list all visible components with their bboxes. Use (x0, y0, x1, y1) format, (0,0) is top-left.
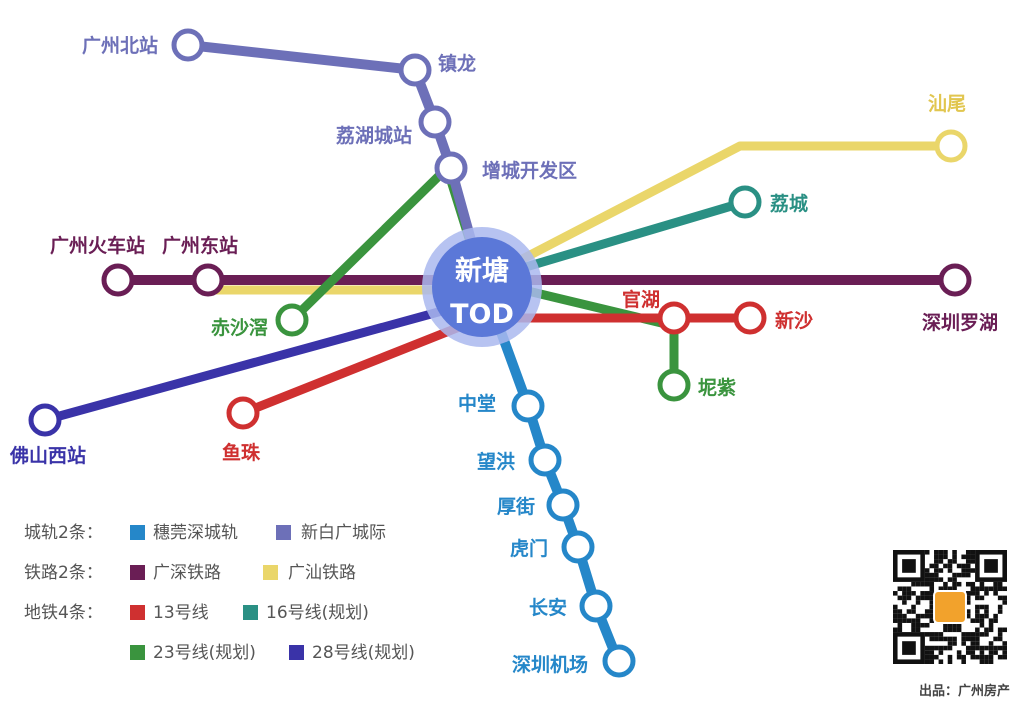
legend-suiguanshen: 穗莞深城轨 (153, 523, 238, 543)
label-xinsha: 新沙 (775, 309, 813, 332)
line28-path (40, 295, 487, 425)
legend: 城轨2条： 穗莞深城轨 新白广城际 铁路2条： 广深铁路 广汕铁路 地铁4条： … (24, 523, 415, 663)
legend-swatch-line28 (289, 645, 304, 660)
station-humen[interactable] (561, 530, 595, 564)
station-changan[interactable] (579, 589, 613, 623)
label-nizi: 坭紫 (698, 377, 736, 399)
station-lihu-city[interactable] (418, 105, 452, 139)
label-chishajiao: 赤沙滘 (211, 317, 268, 339)
station-wanghong[interactable] (528, 443, 562, 477)
station-guangzhou-railway[interactable] (101, 263, 135, 297)
station-chishajiao[interactable] (275, 303, 309, 337)
station-foshan-west[interactable] (28, 403, 62, 437)
label-houjie: 厚街 (497, 495, 535, 518)
legend-swatch-guangshan (263, 565, 278, 580)
legend-metro-title: 地铁4条： (24, 603, 103, 623)
label-guangzhou-railway: 广州火车站 (50, 234, 145, 257)
label-humen: 虎门 (510, 537, 548, 560)
legend-guangshan: 广汕铁路 (288, 563, 356, 583)
legend-line23: 23号线(规划) (153, 643, 256, 663)
guangshan-railway-line-east (477, 141, 955, 285)
label-lihu-city: 荔湖城站 (336, 124, 412, 147)
label-guangzhou-north: 广州北站 (82, 34, 158, 57)
qr-code (893, 550, 1007, 664)
legend-line13: 13号线 (153, 603, 209, 623)
station-guangzhou-east[interactable] (191, 263, 225, 297)
legend-swatch-guangshen (130, 565, 145, 580)
hub-core (432, 237, 532, 337)
legend-swatch-line16 (243, 605, 258, 620)
station-shenzhen-luohu[interactable] (938, 263, 972, 297)
legend-line16: 16号线(规划) (266, 603, 369, 623)
label-shenzhen-airport: 深圳机场 (512, 653, 588, 676)
label-shanwei: 汕尾 (928, 93, 966, 115)
label-zengcheng-dev: 增城开发区 (482, 159, 577, 182)
station-licheng[interactable] (728, 185, 762, 219)
label-guanhu: 官湖 (622, 288, 660, 311)
legend-line28: 28号线(规划) (312, 643, 415, 663)
legend-swatch-line23 (130, 645, 145, 660)
legend-intercity-title: 城轨2条： (24, 523, 103, 543)
station-shanwei[interactable] (934, 129, 968, 163)
label-wanghong: 望洪 (477, 450, 515, 473)
legend-swatch-line13 (130, 605, 145, 620)
label-licheng: 荔城 (770, 192, 808, 215)
legend-guangshen: 广深铁路 (153, 563, 221, 583)
station-shenzhen-airport[interactable] (602, 644, 636, 678)
label-changan: 长安 (529, 596, 567, 619)
legend-swatch-suiguanshen (130, 525, 145, 540)
station-nizi[interactable] (657, 368, 691, 402)
label-guangzhou-east: 广州东站 (162, 234, 238, 257)
label-yuzhu: 鱼珠 (222, 441, 261, 464)
station-xinsha[interactable] (733, 301, 767, 335)
station-guangzhou-north[interactable] (171, 28, 205, 62)
legend-railway-title: 铁路2条： (24, 563, 103, 583)
hub-subtitle: TOD (450, 299, 514, 330)
station-zhongtang[interactable] (511, 389, 545, 423)
label-foshan-west: 佛山西站 (9, 444, 86, 467)
label-zhenlong: 镇龙 (438, 52, 476, 75)
line13-path (238, 313, 753, 418)
station-zengcheng-dev[interactable] (434, 151, 468, 185)
station-zhenlong[interactable] (398, 53, 432, 87)
credit-text: 出品：广州房产 (919, 683, 1010, 699)
legend-xinbaiguang: 新白广城际 (301, 523, 386, 543)
station-guanhu[interactable] (657, 301, 691, 335)
station-houjie[interactable] (546, 488, 580, 522)
station-yuzhu[interactable] (226, 396, 260, 430)
hub-xintang-tod[interactable]: 新塘 TOD (422, 227, 542, 347)
hub-title: 新塘 (455, 255, 509, 287)
label-shenzhen-luohu: 深圳罗湖 (922, 311, 998, 334)
label-zhongtang: 中堂 (458, 392, 496, 415)
legend-swatch-xinbaiguang (276, 525, 291, 540)
